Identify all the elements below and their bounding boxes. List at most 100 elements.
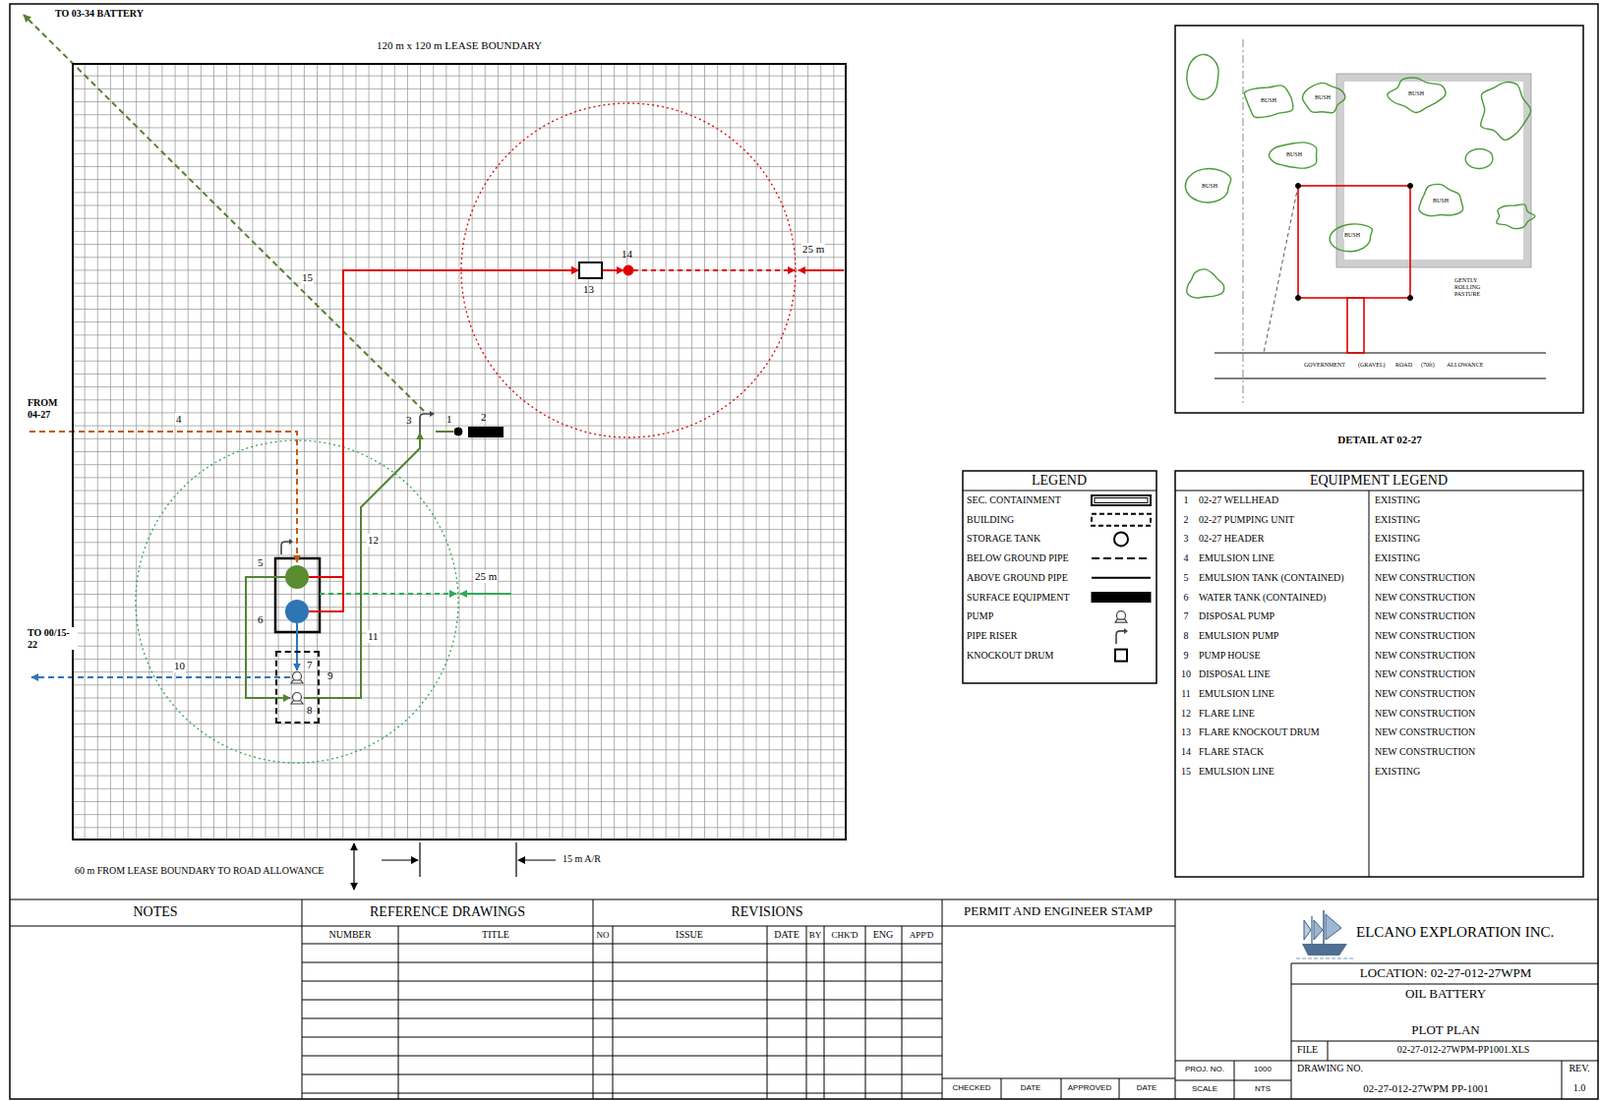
table-rule [301, 962, 943, 964]
title-block-text: FILE [1296, 1044, 1319, 1057]
title-block [9, 899, 1599, 1100]
title-block-text: TITLE [480, 929, 511, 942]
table-cell: EXISTING [1373, 494, 1422, 507]
title-block-text: DRAWING NO. [1296, 1063, 1364, 1075]
legend-sample [1091, 577, 1151, 579]
map-label: ALLOWANCE [1445, 361, 1484, 369]
table-cell: EMULSION LINE [1197, 766, 1276, 778]
title-block-text: 02-27-012-27WPM PP-1001 [1362, 1082, 1489, 1096]
table-cell: 3 [1183, 533, 1190, 545]
map-label: GOVERNMENT [1303, 361, 1347, 369]
survey-stake [1296, 296, 1302, 301]
callout-number: 2 [480, 411, 487, 424]
pipe-connector [435, 430, 454, 433]
bush-outline [1496, 204, 1536, 230]
pump-house: 978 [275, 651, 320, 724]
disposal-pump: 7 [290, 670, 304, 685]
table-rule [1175, 1061, 1599, 1063]
riser-symbol [1116, 631, 1126, 645]
table-cell: 13 [1180, 726, 1192, 739]
emulsion-tank: 5 [285, 565, 309, 590]
legend-text: KNOCKOUT DRUM [965, 650, 1055, 662]
legend-text: BELOW GROUND PIPE [965, 552, 1070, 565]
legend-text: BUILDING [965, 514, 1015, 527]
legend-text: PIPE RISER [965, 630, 1018, 643]
map-label: GENTLY ROLLING PASTURE [1453, 277, 1489, 298]
legend-sample [1091, 514, 1151, 527]
lease-outline [1336, 73, 1532, 268]
company-logo [1296, 910, 1354, 959]
table-cell: 02-27 WELLHEAD [1197, 494, 1280, 507]
wellhead-symbol [454, 427, 463, 436]
title-block-text: PERMIT AND ENGINEER STAMP [962, 904, 1154, 920]
table-cell: NEW CONSTRUCTION [1373, 688, 1477, 701]
survey-stake [1296, 183, 1302, 189]
table-cell: 1 [1183, 494, 1190, 507]
emulsion-line [23, 14, 424, 412]
knockout-drum: 13 [578, 261, 603, 280]
dimension-arrow [381, 859, 418, 861]
dimension-line [319, 592, 457, 595]
pumping-unit: 2 [468, 426, 504, 438]
legend-text: ABOVE GROUND PIPE [965, 572, 1069, 585]
pump-base [291, 701, 303, 705]
table-cell: 9 [1183, 650, 1190, 662]
water-tank: 6 [285, 599, 309, 624]
drawing-label: 10 [173, 659, 186, 673]
table-rule [1061, 1078, 1063, 1100]
node-shape [623, 265, 634, 276]
title-block-text: ELCANO EXPLORATION INC. [1355, 924, 1555, 942]
dimension-line [633, 269, 795, 272]
node-shape [453, 426, 464, 437]
table-rule [1291, 963, 1599, 965]
access-line [1263, 185, 1299, 354]
map-label: BUSH [1285, 151, 1304, 159]
emulsion-line [29, 431, 297, 563]
ship-water [1296, 958, 1354, 960]
title-block-text: CHECKED [950, 1083, 992, 1093]
title-block-text: REFERENCE DRAWINGS [368, 904, 527, 921]
pipe-sample [1091, 557, 1151, 560]
legend-text: STORAGE TANK [965, 533, 1042, 545]
drawing-label: FROM 04-27 [26, 397, 68, 420]
legend-text: PUMP [965, 610, 995, 623]
ship-mast [1322, 910, 1325, 945]
table-rule [398, 926, 400, 1100]
bush-outline [1419, 183, 1464, 216]
title-block-text: REV. [1567, 1063, 1591, 1075]
table-rule [1175, 899, 1177, 1100]
table-heading: EQUIPMENT LEGEND [1308, 473, 1449, 489]
table-cell: 02-27 PUMPING UNIT [1197, 514, 1296, 527]
table-cell: 14 [1180, 746, 1192, 759]
map-label: BUSH [1313, 94, 1332, 102]
table-rule [1561, 1061, 1563, 1100]
table-cell: DISPOSAL PUMP [1197, 610, 1276, 623]
pump-symbol [293, 672, 302, 682]
bush-outline [1387, 77, 1446, 113]
pipe-sample [1091, 577, 1151, 580]
dimension-arrow [518, 859, 556, 861]
table-rule [301, 1093, 943, 1095]
table-cell: DISPOSAL LINE [1197, 668, 1272, 681]
table-rule [962, 490, 1157, 492]
table-rule [865, 926, 867, 1100]
flare-stack: 14 [623, 265, 634, 276]
pipe-connector [602, 269, 624, 272]
table-rule [301, 1056, 943, 1058]
title-block-text: ISSUE [674, 929, 705, 942]
node-shape [417, 411, 436, 433]
table-cell: EXISTING [1373, 766, 1422, 778]
survey-stake [1408, 296, 1414, 301]
callout-number: 5 [257, 556, 264, 570]
callout-number: 6 [257, 613, 264, 627]
secondary-containment [275, 558, 320, 633]
dimension-arrow [798, 269, 844, 272]
table-rule [301, 944, 943, 946]
legend-sample [1091, 592, 1151, 603]
pipe-connector [308, 270, 579, 578]
lease-hatch [1340, 77, 1528, 264]
pump-base [291, 680, 303, 684]
riser-symbol [419, 414, 431, 433]
flare-symbol [623, 265, 634, 276]
drawing-frame [9, 3, 1599, 1100]
